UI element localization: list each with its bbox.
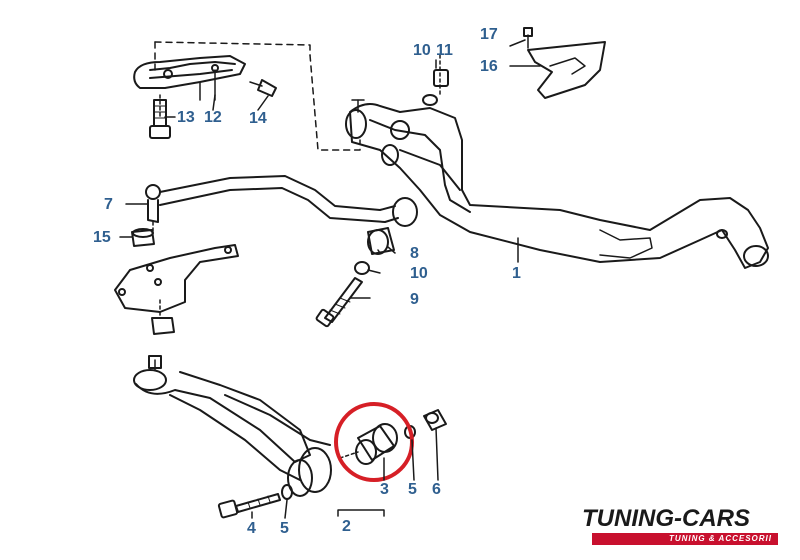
steering-arm-plate <box>114 244 239 335</box>
callout-16: 16 <box>480 58 498 75</box>
tie-rod-part-7 <box>145 175 418 233</box>
nut-part-15 <box>131 228 155 247</box>
nut-part-11 <box>422 54 449 106</box>
callout-1: 1 <box>512 265 521 282</box>
callout-5-left: 5 <box>280 520 289 537</box>
brand-logo: TUNING-CARS TUNING & ACCESORII <box>582 505 782 549</box>
callout-9: 9 <box>410 291 419 308</box>
bolt-part-4 <box>217 493 281 519</box>
bracket-assembly-part-12 <box>133 41 361 151</box>
callout-10-lower: 10 <box>410 265 428 282</box>
callout-7: 7 <box>104 196 113 213</box>
brand-name: TUNING-CARS <box>582 505 750 532</box>
control-arm-part-2 <box>133 355 332 497</box>
bushing-part-3 <box>339 423 398 465</box>
callout-3: 3 <box>380 481 389 498</box>
callout-14: 14 <box>249 110 267 127</box>
callout-12: 12 <box>204 109 222 126</box>
callout-2: 2 <box>342 518 351 535</box>
screw-part-14 <box>249 79 277 97</box>
callout-15: 15 <box>93 229 111 246</box>
cover-plate-part-16 <box>523 27 606 99</box>
bushing-part-8 <box>367 227 395 255</box>
washer-part-10 <box>354 261 370 275</box>
callout-13: 13 <box>177 109 195 126</box>
leader-lines <box>119 39 541 519</box>
bolt-part-9 <box>315 277 363 328</box>
subframe-part-1 <box>345 99 769 269</box>
callout-17: 17 <box>480 26 498 43</box>
callout-10-upper: 10 <box>413 42 431 59</box>
callout-5-right: 5 <box>408 481 417 498</box>
callout-6: 6 <box>432 481 441 498</box>
washer-part-5-left <box>281 484 293 500</box>
callout-11: 11 <box>436 42 453 59</box>
callout-8: 8 <box>410 245 419 262</box>
brand-tagline: TUNING & ACCESORII <box>592 533 778 545</box>
nut-part-6 <box>423 409 447 431</box>
callout-4: 4 <box>247 520 256 537</box>
bolt-part-13 <box>149 94 171 139</box>
